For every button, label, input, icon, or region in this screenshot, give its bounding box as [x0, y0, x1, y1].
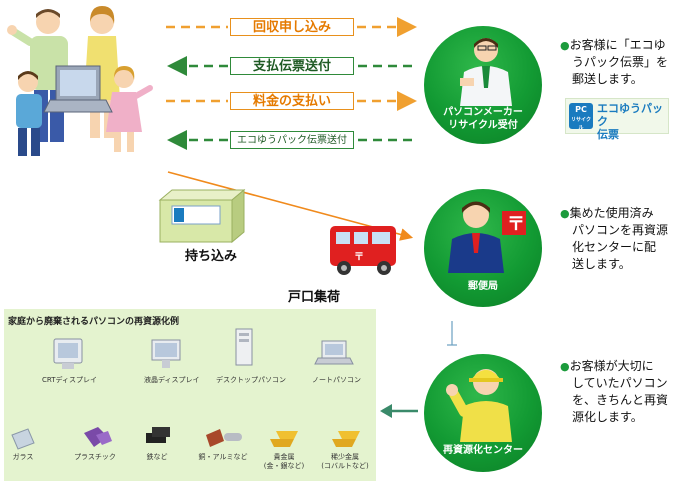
carry-in-label: 持ち込み [185, 249, 238, 264]
desc-line: お客様に「エコゆ [569, 38, 666, 52]
material-name: 稀少金属 [331, 453, 359, 461]
plastic-icon [84, 427, 112, 447]
maker-label-line1: パソコンメーカー [443, 107, 523, 118]
svg-text:〒: 〒 [507, 214, 525, 235]
seal-line1: エコゆうパック [597, 102, 663, 128]
desc-line: 化センターに配 [572, 240, 657, 254]
desc-line: お客様が大切に [569, 359, 654, 373]
copper-aluminum-icon [206, 429, 242, 447]
material-label: 銅・アルミなど [198, 453, 248, 462]
maker-staff-icon [460, 38, 512, 106]
post-office-label: 郵便局 [468, 281, 498, 292]
recycle-center-circle: 再資源化センター [424, 354, 542, 472]
svg-text:〒: 〒 [354, 251, 364, 263]
desc-line: 送します。 [572, 257, 631, 271]
panel-icons [11, 328, 360, 450]
desktop-pc-icon [235, 328, 253, 366]
bullet-icon: ● [560, 39, 570, 52]
desc-line: していたパソコン [572, 376, 668, 390]
iron-icon [146, 427, 170, 443]
device-label: デスクトップパソコン [216, 376, 286, 384]
desc-line: を、きちんと再資 [572, 393, 669, 407]
rare-metal-icon [332, 431, 360, 447]
family-illustration [7, 6, 153, 156]
notebook-pc-icon [314, 340, 354, 365]
post-office-circle: 〒 郵便局 [424, 189, 542, 307]
flow-fee-payment: 料金の支払い [230, 92, 354, 110]
material-label: 稀少金属 (コバルトなど) [320, 453, 370, 471]
recycle-center-label: 再資源化センター [443, 445, 523, 456]
flow-payment-slip: 支払伝票送付 [230, 57, 354, 75]
material-label: 貴金属 (金・銀など) [259, 453, 309, 471]
crt-display-icon [53, 338, 83, 369]
pickup-label: 戸口集荷 [288, 290, 341, 305]
pc-recycle-badge: PC リサイクル [569, 103, 593, 131]
panel-title: 家庭から廃棄されるパソコンの再資源化例 [8, 317, 180, 327]
maker-description: ●お客様に「エコゆ うパック伝票」を 郵送します。 [560, 37, 668, 88]
material-name: ガラス [12, 453, 34, 461]
maker-label-line2: リサイクル受付 [448, 120, 518, 131]
desc-line: 源化します。 [572, 410, 643, 424]
seal-line2: 伝票 [597, 128, 619, 141]
post-office-description: ●集めた使用済み パソコンを再資源 化センターに配 送します。 [560, 205, 668, 273]
desc-line: パソコンを再資源 [572, 223, 669, 237]
lcd-display-icon [151, 339, 181, 368]
recycle-worker-icon [446, 369, 512, 442]
glass-icon [11, 428, 35, 450]
material-name: 鉄など [146, 453, 168, 461]
material-name: プラスチック [74, 453, 116, 461]
material-name: 貴金属 [273, 453, 295, 461]
recycle-center-description: ●お客様が大切に していたパソコン を、きちんと再資 源化します。 [560, 358, 668, 426]
flow-collection-request: 回収申し込み [230, 18, 354, 36]
post-truck: 〒 [330, 226, 396, 275]
recycling-example-panel: 家庭から廃棄されるパソコンの再資源化例 [4, 309, 376, 481]
material-name: 銅・アルミなど [198, 453, 248, 461]
desc-line: 集めた使用済み [569, 206, 654, 220]
device-label: 液晶ディスプレイ [144, 376, 200, 384]
bullet-icon: ● [560, 360, 570, 373]
pc-recycle-badge-top: PC [575, 105, 587, 114]
ecoyu-pack-seal: PC リサイクル エコゆうパック 伝票 [565, 98, 669, 141]
desc-line: 郵送します。 [572, 72, 643, 86]
material-label: ガラス [0, 453, 48, 462]
material-label: 鉄など [132, 453, 182, 462]
device-label: ノートパソコン [312, 376, 361, 384]
maker-circle: パソコンメーカー リサイクル受付 [424, 26, 542, 144]
seal-text: エコゆうパック 伝票 [597, 102, 668, 141]
material-label: プラスチック [70, 453, 120, 462]
center-to-panel-arrow [380, 404, 418, 418]
material-detail: (金・銀など) [263, 462, 305, 470]
flow-ecoyu-slip: エコゆうパック伝票送付 [230, 131, 354, 149]
pc-recycle-badge-bottom: リサイクル [571, 117, 591, 131]
parcel-box [158, 188, 246, 244]
desc-line: うパック伝票」を [572, 55, 669, 69]
bullet-icon: ● [560, 207, 570, 220]
precious-metal-icon [270, 431, 298, 447]
material-detail: (コバルトなど) [321, 462, 369, 470]
device-label: CRTディスプレイ [42, 376, 98, 384]
connector-post-to-center [447, 321, 457, 346]
post-office-staff-icon: 〒 [448, 201, 526, 273]
